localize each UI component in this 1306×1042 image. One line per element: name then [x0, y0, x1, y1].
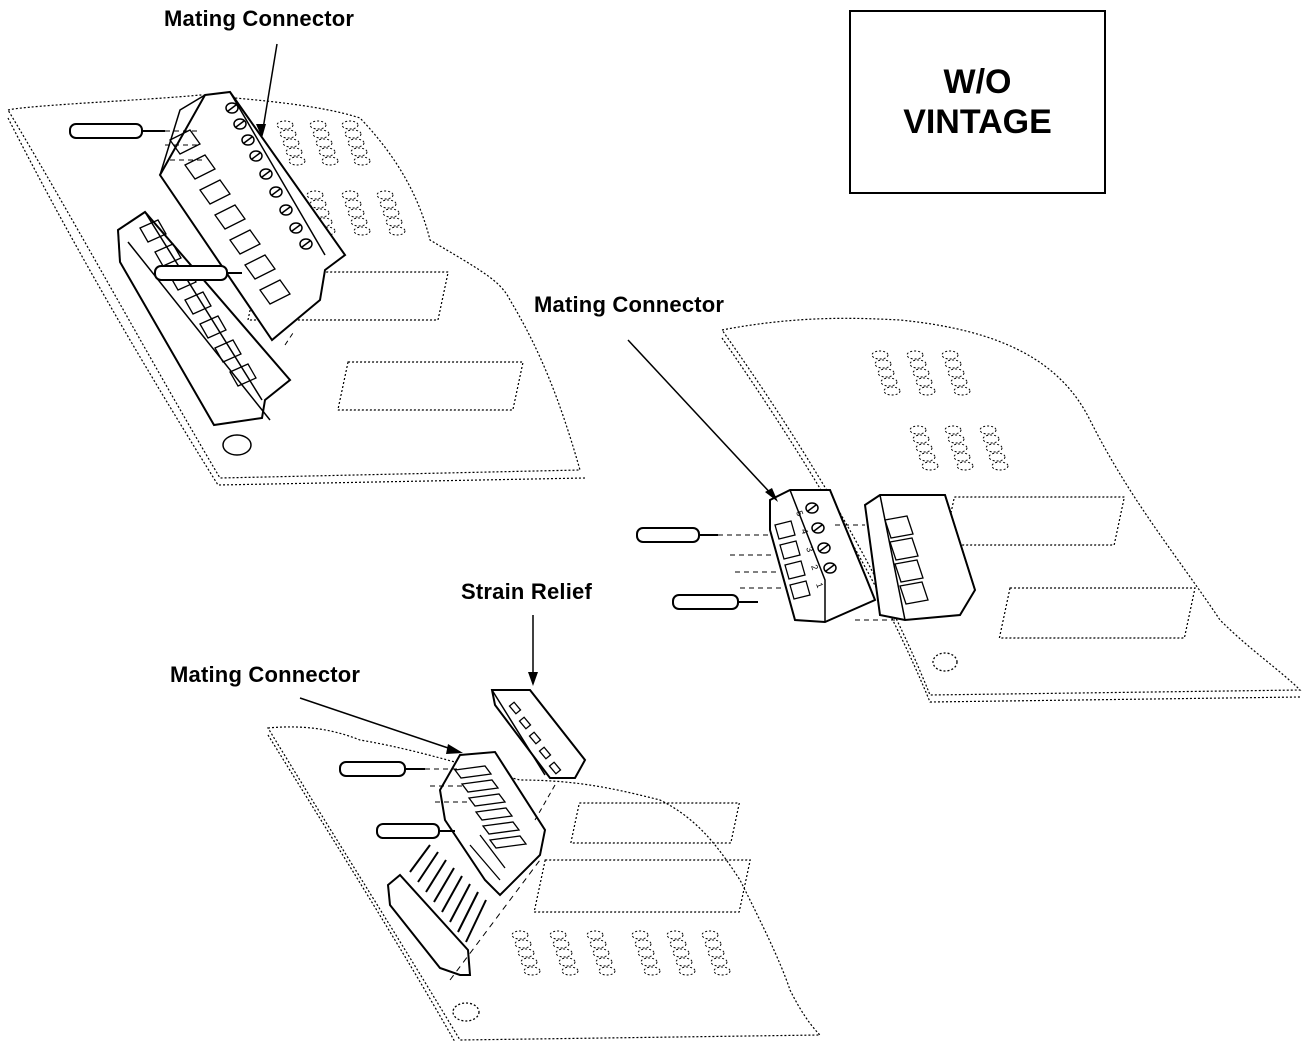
top-board-assembly	[7, 43, 586, 486]
strain-relief-label: Strain Relief	[461, 579, 592, 604]
bottom-board-header	[386, 844, 487, 976]
pin-number: 1	[814, 581, 825, 589]
bottom-wires	[339, 761, 556, 981]
bottom-board-assembly	[266, 615, 822, 1042]
right-circuit-board	[720, 317, 1302, 696]
pin-number: 5	[794, 509, 805, 517]
vintage-box-line1: W/O	[943, 63, 1012, 101]
bottom-board-ic-lower	[533, 859, 751, 913]
right-mating-connector: 5 4 3 2 1	[769, 489, 877, 624]
right-board-ic-upper	[943, 496, 1126, 546]
pin-number: 2	[809, 563, 820, 571]
top-circuit-board	[7, 94, 581, 479]
top-mating-connector	[158, 90, 347, 342]
bottom-board-ic-upper	[570, 802, 741, 844]
top-board-mount-hole	[222, 434, 252, 456]
right-mating-connector-label: Mating Connector	[534, 292, 725, 317]
right-board-mount-hole	[932, 652, 958, 672]
right-board-coils	[871, 350, 1009, 471]
pin-number: 3	[804, 545, 815, 553]
top-mating-connector-label: Mating Connector	[164, 6, 355, 31]
strain-relief	[490, 689, 587, 779]
right-wires	[636, 524, 895, 621]
right-board-ic-lower	[998, 587, 1196, 639]
vintage-box: W/O VINTAGE	[849, 10, 1106, 194]
bottom-mating-connector-label: Mating Connector	[170, 662, 361, 687]
bottom-circuit-board	[266, 726, 822, 1041]
right-board-header	[863, 494, 977, 622]
right-leader-arrow	[627, 339, 776, 499]
bottom-mating-connector	[438, 750, 547, 897]
top-wires	[69, 123, 296, 346]
pin-number: 4	[799, 527, 810, 535]
bottom-board-mount-hole	[452, 1002, 480, 1022]
top-leader-arrow	[261, 43, 278, 136]
bottom-board-coils	[511, 930, 731, 976]
top-board-ic-lower	[337, 361, 524, 411]
bottom-leader-arrow	[299, 697, 461, 753]
right-board-assembly: 5 4 3 2 1	[627, 317, 1302, 703]
vintage-box-line2: VINTAGE	[903, 103, 1052, 141]
